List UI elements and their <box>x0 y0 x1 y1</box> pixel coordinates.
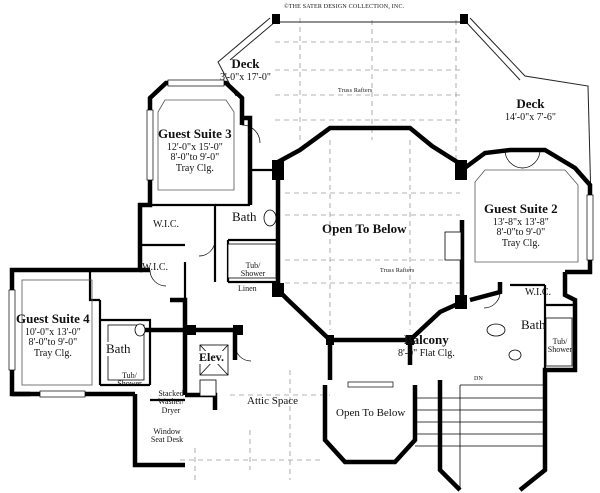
door-swings <box>149 124 541 362</box>
room-ceiling-type: Tray Clg. <box>501 237 540 249</box>
wic-label-gs2: W.I.C. <box>525 287 552 298</box>
room-dimensions: 12'-0"x 15'-0" <box>166 141 223 153</box>
stairs <box>415 384 545 490</box>
room-name: Deck <box>231 56 260 71</box>
tray-ceiling-outlines <box>21 99 579 386</box>
stair-down-label: DN <box>474 376 484 382</box>
room-dimensions: 13'-8"x 13'-8" <box>492 216 549 228</box>
tub-shower-label-1: Tub/ Shower <box>240 261 266 279</box>
room-name: Guest Suite 4 <box>16 311 90 326</box>
linen-label: Linen <box>238 284 257 293</box>
dashed-truss-lines <box>180 18 460 482</box>
room-deck-top: Deck 3'-0"x 17'-0" <box>220 56 271 83</box>
windows <box>8 79 594 398</box>
truss-rafters-label-1: Truss Rafters <box>338 88 373 94</box>
room-ceiling-height: 8'-0"to 9'-0" <box>28 337 78 349</box>
bath-label-gs3: Bath <box>232 209 257 224</box>
elevator-label: Elev. <box>198 350 226 364</box>
open-to-below-label: Open To Below <box>322 221 407 236</box>
copyright-notice: ©THE SATER DESIGN COLLECTION, INC. <box>284 4 405 10</box>
wic-label-gs3: W.I.C. <box>153 219 180 230</box>
room-name: Guest Suite 2 <box>484 201 558 216</box>
room-dimensions: 10'-0"x 13'-0" <box>24 326 81 338</box>
room-ceiling: 8'-0" Flat Clg. <box>398 347 455 359</box>
washer-dryer-label: Stacked Washer/ Dryer <box>157 389 184 415</box>
room-name: Guest Suite 3 <box>158 126 232 141</box>
room-ceiling-height: 8'-0"to 9'-0" <box>170 152 220 164</box>
room-dimensions: 3'-0"x 17'-0" <box>220 71 271 83</box>
room-balcony: Balcony 8'-0" Flat Clg. <box>398 332 455 359</box>
exterior-walls <box>9 80 593 492</box>
wic-label-gs4: W.I.C. <box>142 262 169 273</box>
open-to-below-small-label: Open To Below <box>336 407 406 419</box>
tub-shower-label-3: Tub/ Shower <box>547 337 573 355</box>
room-ceiling-height: 8'-0"to 9'-0" <box>496 227 546 239</box>
room-guest-suite-4: Guest Suite 4 10'-0"x 13'-0" 8'-0"to 9'-… <box>16 311 90 359</box>
bath-label-gs2: Bath <box>521 317 546 332</box>
room-name: Deck <box>516 96 545 111</box>
truss-rafters-label-2: Truss Rafters <box>380 268 415 274</box>
attic-space-label: Attic Space <box>247 395 299 407</box>
octagon-columns <box>186 14 468 345</box>
tub-shower-label-2: Tub/ Shower <box>117 371 142 389</box>
room-guest-suite-2: Guest Suite 2 13'-8"x 13'-8" 8'-0"to 9'-… <box>484 201 558 249</box>
interior-walls <box>88 168 575 402</box>
room-name: Balcony <box>403 332 449 347</box>
room-dimensions: 14'-0"x 7'-6" <box>505 111 556 123</box>
room-guest-suite-3: Guest Suite 3 12'-0"x 15'-0" 8'-0"to 9'-… <box>158 126 232 174</box>
bath-label-gs4: Bath <box>106 341 131 356</box>
room-ceiling-type: Tray Clg. <box>33 347 72 359</box>
room-deck-right: Deck 14'-0"x 7'-6" <box>505 96 556 123</box>
window-seat-label: Window Seat Desk <box>150 427 184 445</box>
room-ceiling-type: Tray Clg. <box>175 162 214 174</box>
